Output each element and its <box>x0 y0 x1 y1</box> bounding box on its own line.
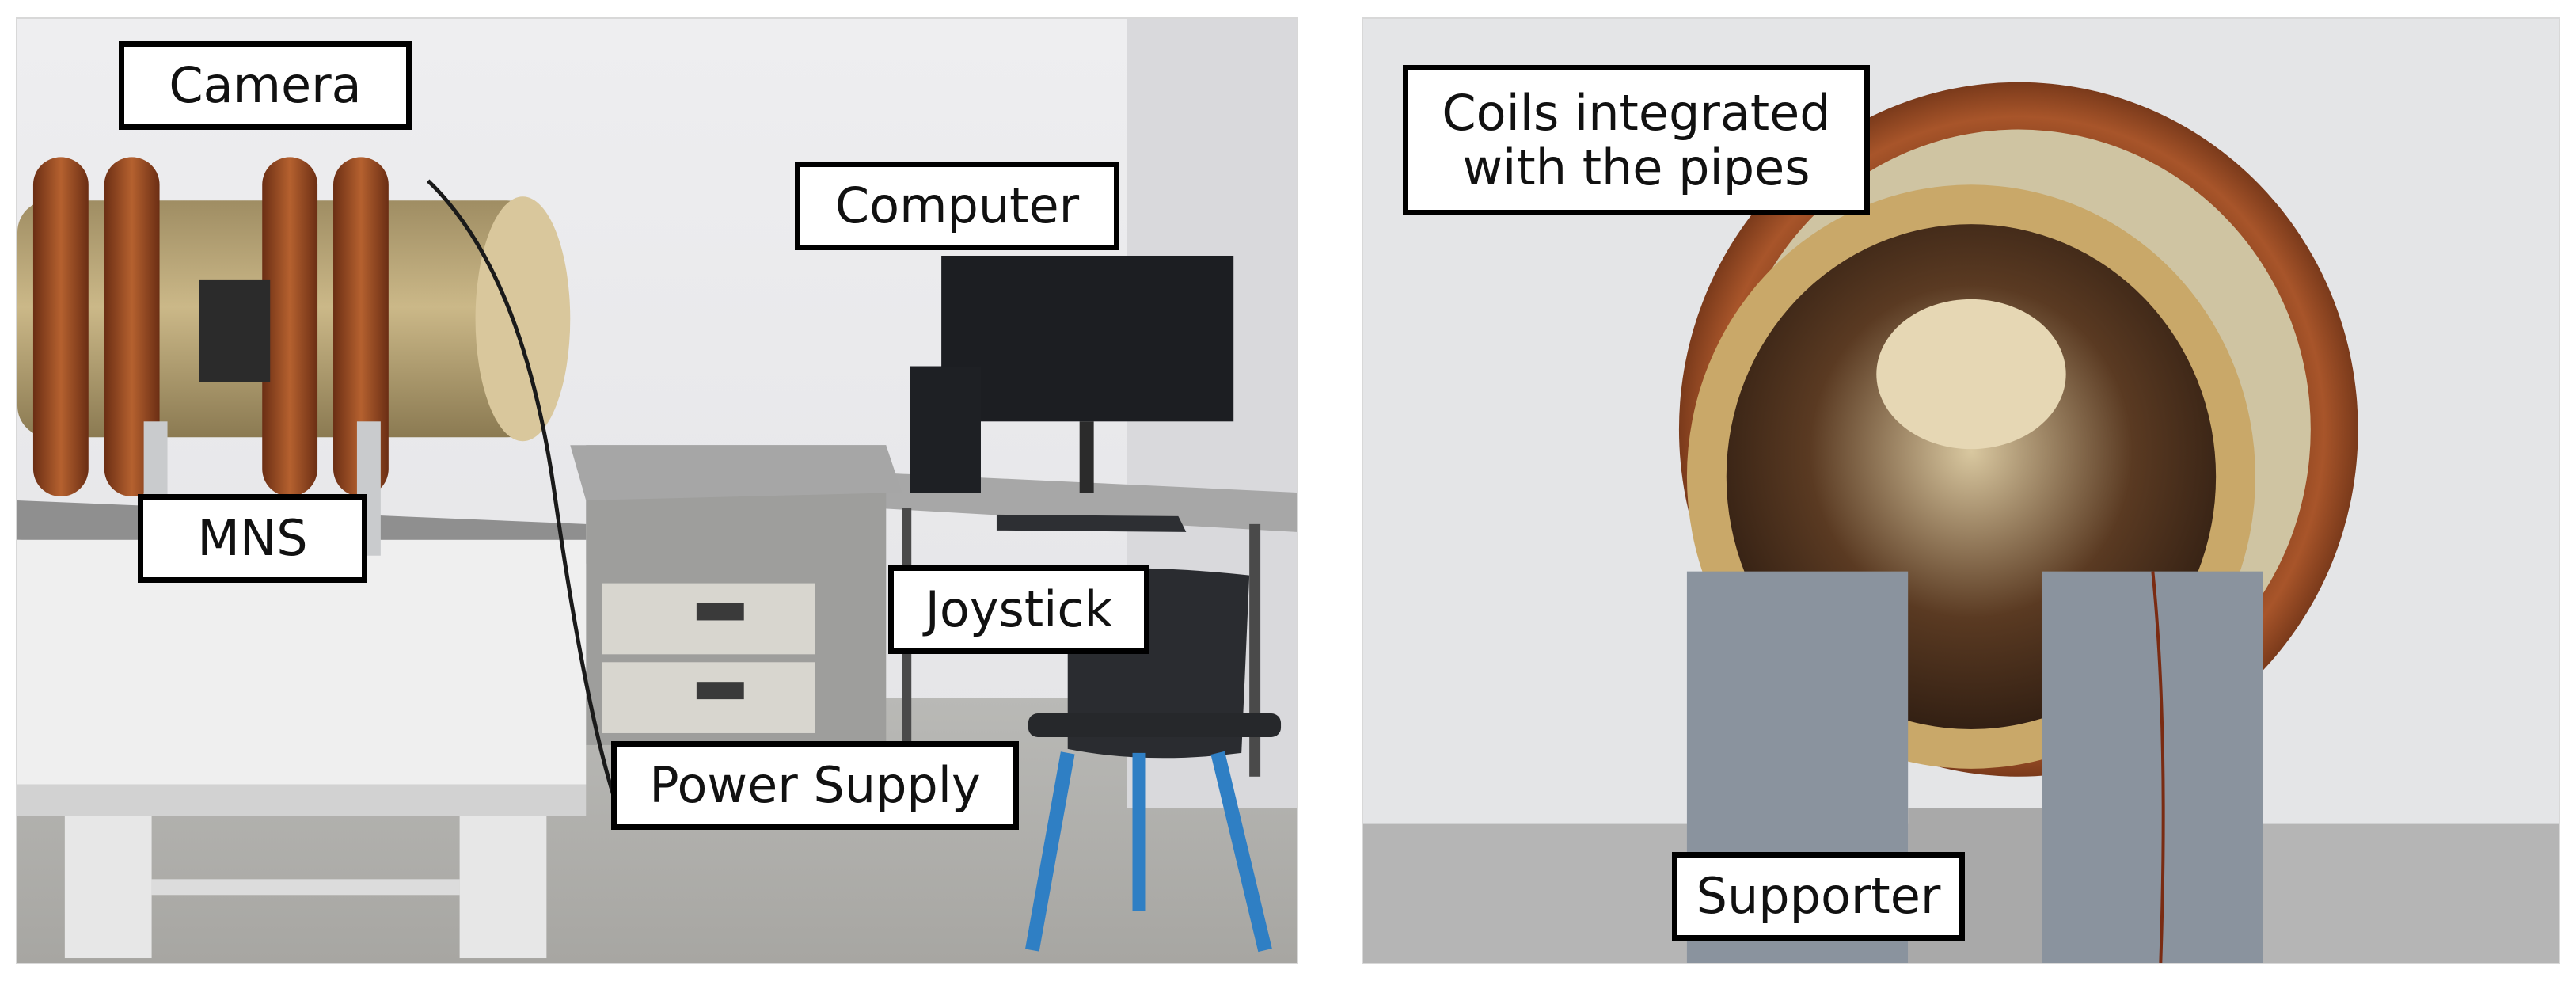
supporter-label: Supporter <box>1672 852 1965 941</box>
camera-label: Camera <box>119 41 412 130</box>
computer-label: Computer <box>795 162 1119 250</box>
power-supply-label: Power Supply <box>611 741 1019 830</box>
lab-setup-photo: Camera Computer MNS Joystick Power Suppl… <box>16 17 1298 964</box>
coil-group <box>32 157 389 496</box>
coils-label-line2: with the pipes <box>1462 139 1810 196</box>
mns-label: MNS <box>138 494 367 583</box>
joystick-label: Joystick <box>888 565 1149 654</box>
coil-closeup-photo: Coils integrated with the pipes Supporte… <box>1362 17 2560 964</box>
coils-label: Coils integrated with the pipes <box>1403 65 1870 215</box>
coils-label-line1: Coils integrated <box>1442 83 1831 142</box>
